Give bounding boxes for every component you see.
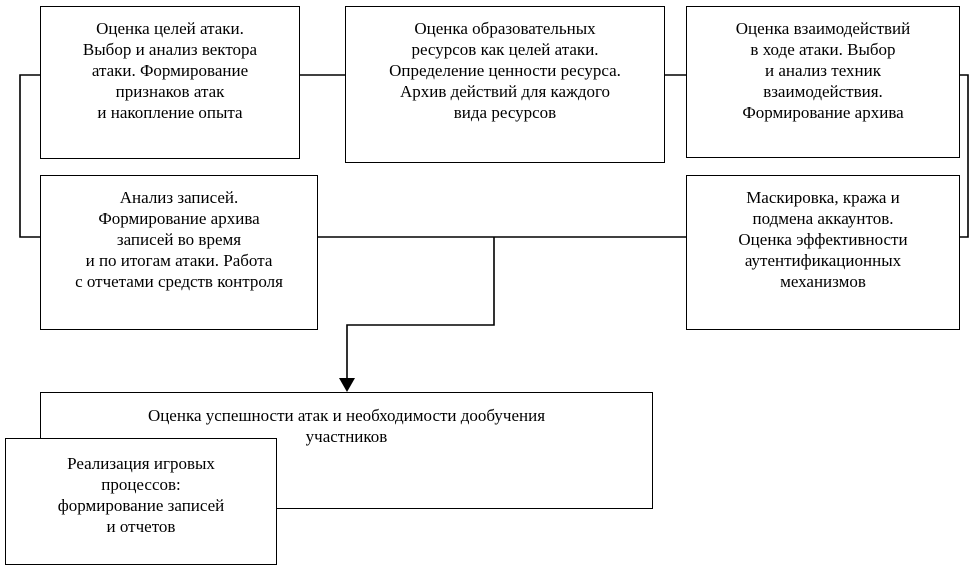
box-masking: Маскировка, кража и подмена аккаунтов. О… [686, 175, 960, 330]
box-game-processes: Реализация игровых процессов: формирован… [5, 438, 277, 565]
box-edu-resources: Оценка образовательных ресурсов как целе… [345, 6, 665, 163]
box-records: Анализ записей. Формирование архива запи… [40, 175, 318, 330]
box-edu-resources-text: Оценка образовательных ресурсов как целе… [389, 19, 621, 122]
box-interactions-text: Оценка взаимодействий в ходе атаки. Выбо… [735, 19, 911, 122]
connector-right-bracket [960, 74, 969, 238]
box-attack-goals-text: Оценка целей атаки. Выбор и анализ векто… [82, 19, 258, 122]
arrow-head [339, 378, 355, 392]
box-masking-text: Маскировка, кража и подмена аккаунтов. О… [738, 188, 908, 291]
box-attack-goals: Оценка целей атаки. Выбор и анализ векто… [40, 6, 300, 159]
box-game-processes-text: Реализация игровых процессов: формирован… [57, 454, 225, 536]
connector-left-bracket [19, 74, 40, 238]
box-interactions: Оценка взаимодействий в ходе атаки. Выбо… [686, 6, 960, 158]
connector-down-link [346, 237, 495, 378]
box-success-text: Оценка успешности атак и необходимости д… [147, 406, 546, 446]
box-records-text: Анализ записей. Формирование архива запи… [75, 188, 283, 291]
box-success: Оценка успешности атак и необходимости д… [40, 392, 653, 509]
